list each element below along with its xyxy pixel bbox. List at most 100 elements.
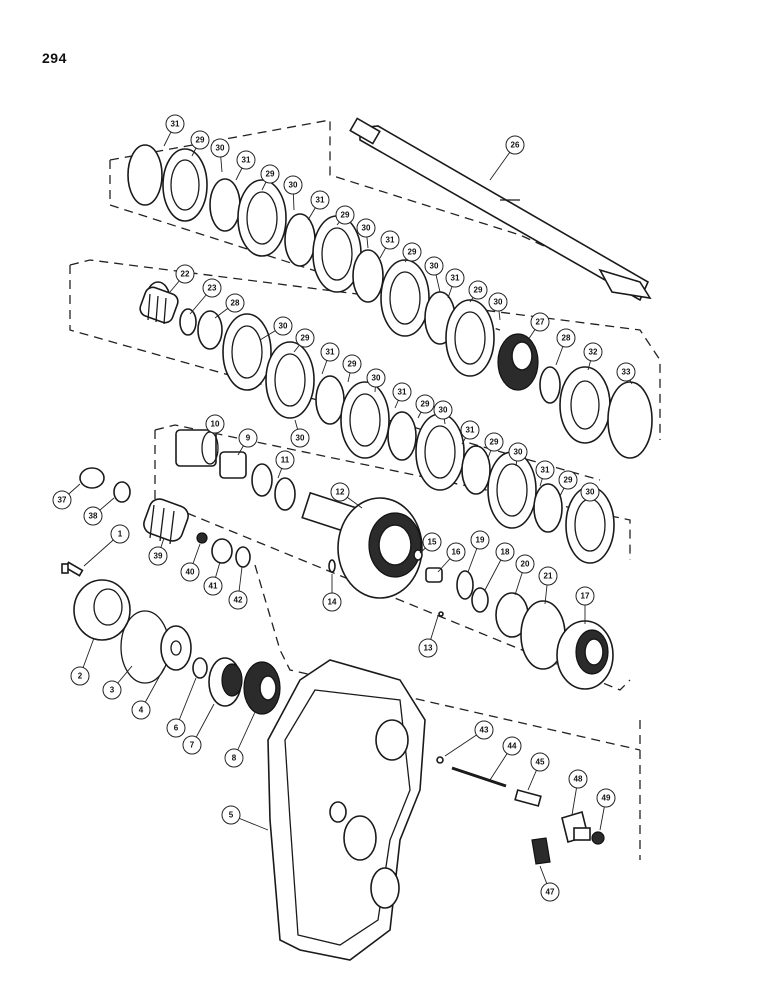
callout-label-6: 6 (174, 724, 179, 733)
callout-bubble-47 (540, 882, 560, 902)
callout-label-21: 21 (544, 572, 553, 581)
callout-bubble-12 (330, 482, 350, 502)
nut-40 (196, 532, 208, 544)
callout-label-28: 28 (562, 334, 571, 343)
callout-label-39: 39 (154, 552, 163, 561)
callout-label-30: 30 (430, 262, 439, 271)
callout-bubble-6 (166, 718, 186, 738)
ring-11b (274, 477, 296, 511)
callout-label-5: 5 (229, 811, 234, 820)
callout-bubble-28 (225, 293, 245, 313)
callout-bubble-11 (275, 450, 295, 470)
housing-bracket (254, 564, 641, 860)
callout-bubble-31 (236, 150, 256, 170)
rod-44 (451, 766, 507, 788)
callout-bubble-32 (583, 342, 603, 362)
callout-label-29: 29 (341, 211, 350, 220)
callout-label-49: 49 (602, 794, 611, 803)
callout-label-38: 38 (89, 512, 98, 521)
callout-bubble-27 (530, 312, 550, 332)
bearing-41 (211, 538, 233, 564)
callout-bubble-30 (366, 368, 386, 388)
callout-bubble-31 (535, 460, 555, 480)
callout-bubble-48 (568, 769, 588, 789)
shaft-26 (349, 117, 652, 302)
callout-label-32: 32 (589, 348, 598, 357)
callout-bubble-29 (295, 328, 315, 348)
clutch-pack-middle-bracket (69, 259, 661, 481)
piston-17 (556, 620, 614, 690)
callout-bubble-30 (273, 316, 293, 336)
callout-label-30: 30 (279, 322, 288, 331)
callout-label-30: 30 (494, 298, 503, 307)
callout-bubble-29 (342, 354, 362, 374)
callout-label-31: 31 (242, 156, 251, 165)
callout-bubble-30 (580, 482, 600, 502)
callout-label-48: 48 (574, 775, 583, 784)
callout-bubble-29 (402, 242, 422, 262)
gear-8 (243, 661, 281, 715)
callout-bubble-29 (190, 130, 210, 150)
callout-bubble-8 (224, 748, 244, 768)
callout-bubble-29 (558, 470, 578, 490)
clutch-drum-12 (301, 491, 423, 599)
spring-22 (139, 286, 179, 325)
callout-label-30: 30 (514, 448, 523, 457)
callout-label-27: 27 (536, 318, 545, 327)
callout-label-29: 29 (474, 286, 483, 295)
washer-15 (413, 549, 423, 561)
callout-label-29: 29 (348, 360, 357, 369)
callout-label-29: 29 (266, 170, 275, 179)
callout-label-45: 45 (536, 758, 545, 767)
callout-label-47: 47 (546, 888, 555, 897)
callout-bubble-37 (52, 490, 72, 510)
callout-label-30: 30 (586, 488, 595, 497)
nut-49 (591, 831, 605, 845)
ring-19 (456, 570, 474, 600)
bushing-9 (219, 451, 247, 479)
callout-bubble-30 (424, 256, 444, 276)
callout-bubble-4 (131, 700, 151, 720)
sleeve-45 (514, 789, 542, 807)
callout-bubble-31 (320, 342, 340, 362)
callout-label-37: 37 (58, 496, 67, 505)
callout-bubble-41 (203, 576, 223, 596)
callout-bubble-29 (484, 432, 504, 452)
callout-bubble-29 (335, 205, 355, 225)
callout-bubble-45 (530, 752, 550, 772)
callout-label-31: 31 (541, 466, 550, 475)
spring-39 (143, 498, 189, 545)
callout-label-31: 31 (398, 388, 407, 397)
callout-label-29: 29 (408, 248, 417, 257)
callout-label-20: 20 (521, 560, 530, 569)
callout-bubble-30 (283, 175, 303, 195)
callout-label-40: 40 (186, 568, 195, 577)
plug-37 (79, 467, 105, 489)
callout-bubble-44 (502, 736, 522, 756)
callout-label-30: 30 (296, 434, 305, 443)
callout-label-23: 23 (208, 284, 217, 293)
callout-label-41: 41 (209, 582, 218, 591)
ring-42 (235, 546, 251, 568)
callout-bubble-9 (238, 428, 258, 448)
pin-14 (328, 559, 336, 573)
callout-label-17: 17 (581, 592, 590, 601)
callout-bubble-29 (260, 164, 280, 184)
housing-5 (267, 659, 426, 961)
ball-13 (438, 611, 444, 617)
callout-bubble-49 (596, 788, 616, 808)
callout-label-4: 4 (139, 706, 144, 715)
plate-32 (559, 366, 611, 444)
snap-ring-38 (113, 481, 131, 503)
callout-label-31: 31 (466, 426, 475, 435)
washer-4 (160, 625, 192, 671)
ring-18 (471, 587, 489, 613)
callout-label-31: 31 (316, 196, 325, 205)
bolt-1 (61, 561, 84, 577)
callout-bubble-22 (175, 264, 195, 284)
callout-bubble-23 (202, 278, 222, 298)
callout-label-29: 29 (301, 334, 310, 343)
callout-label-19: 19 (476, 536, 485, 545)
callout-label-42: 42 (234, 596, 243, 605)
